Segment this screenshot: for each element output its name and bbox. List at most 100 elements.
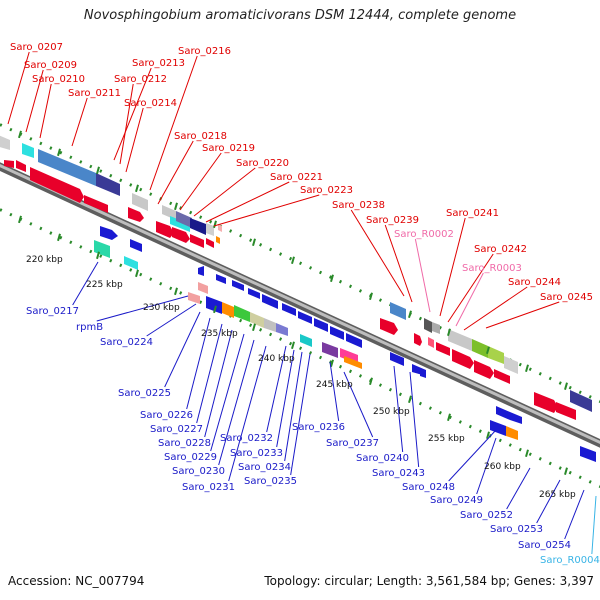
gene-label-top[interactable]: Saro_0210 [32,74,85,85]
gene-label-bottom[interactable]: Saro_0226 [140,410,193,421]
gene-label-bottom[interactable]: Saro_0248 [402,482,455,493]
scale-ticks [18,130,568,475]
feature-saro-0242[interactable] [452,339,488,369]
feature-saro-0240[interactable] [412,364,426,378]
feature-saro-0214[interactable] [156,211,192,238]
gene-label-top[interactable]: Saro_0214 [124,98,177,109]
kbp-label: 220 kbp [26,255,63,265]
map-title: Novosphingobium aromaticivorans DSM 1244… [83,8,517,23]
gene-label-top[interactable]: Saro_0216 [178,46,231,57]
feature-saro-0230[interactable] [282,303,296,316]
gene-label-bottom[interactable]: Saro_0227 [150,424,203,435]
gene-label-bottom[interactable]: Saro_0229 [164,452,217,463]
kbp-label: 230 kbp [143,303,180,313]
gene-label-top[interactable]: Saro_R0002 [394,229,454,240]
guide-lines [0,122,600,489]
gene-label-bottom[interactable]: Saro_0230 [172,466,225,477]
feature-saro-0234[interactable] [330,326,362,369]
feature-saro-0232[interactable] [314,318,328,332]
topology-label: Topology: circular; Length: 3,561,584 bp… [264,574,594,588]
gene-label-top[interactable]: Saro_0220 [236,158,289,169]
kbp-label: 235 kbp [201,329,238,339]
gene-label-bottom[interactable]: Saro_0236 [292,422,345,433]
feature-saro-0209[interactable] [16,143,34,172]
gene-label-top[interactable]: Saro_0242 [474,244,527,255]
gene-label-bottom[interactable]: Saro_0253 [490,524,543,535]
feature-saro-0216[interactable] [172,218,206,243]
gene-label-bottom[interactable]: rpmB [76,322,103,333]
gene-label-top[interactable]: Saro_0221 [270,172,323,183]
feature-saro-0243[interactable] [496,406,522,424]
gene-label-bottom[interactable]: Saro_0233 [230,448,283,459]
feature-saro-0226[interactable] [216,274,250,322]
feature-saro-0224[interactable] [188,266,208,304]
feature-saro-0207[interactable] [0,134,14,168]
feature-saro-0235[interactable] [346,333,362,348]
gene-label-bottom[interactable]: Saro_0240 [356,453,409,464]
feature-saro-0241[interactable] [436,329,472,356]
gene-label-bottom[interactable]: Saro_0252 [460,510,513,521]
gene-label-top[interactable]: Saro_0219 [202,143,255,154]
feature-saro-0248[interactable] [490,420,518,440]
feature-saro-0239[interactable] [414,318,432,346]
feature-saro-0225[interactable] [206,296,234,318]
kbp-label: 225 kbp [86,280,123,290]
gene-label-bottom[interactable]: Saro_0235 [244,476,297,487]
feature-saro-0227[interactable] [232,280,264,328]
gene-label-top[interactable]: Saro_0211 [68,88,121,99]
gene-label-top[interactable]: Saro_0239 [366,215,419,226]
gene-label-top[interactable]: Saro_0223 [300,185,353,196]
feature-saro-0233[interactable] [322,342,338,358]
top-gene-labels: Saro_0207Saro_0209Saro_0210Saro_0211Saro… [10,42,593,303]
gene-label-bottom[interactable]: Saro_R0004 [540,555,600,566]
gene-label-bottom[interactable]: Saro_0234 [238,462,291,473]
gene-label-bottom[interactable]: Saro_0232 [220,433,273,444]
gene-label-bottom[interactable]: Saro_0249 [430,495,483,506]
gene-label-top[interactable]: Saro_0245 [540,292,593,303]
feature-saro-0213[interactable] [162,205,190,232]
gene-label-top[interactable]: Saro_0209 [24,60,77,71]
gene-label-bottom[interactable]: Saro_0228 [158,438,211,449]
gene-label-bottom[interactable]: Saro_0224 [100,337,153,348]
genome-backbone [0,162,600,448]
feature-saro-0231[interactable] [298,311,312,347]
gene-features [0,134,596,462]
feature-saro-0211[interactable] [84,173,120,213]
kbp-label: 260 kbp [484,462,521,472]
bottom-gene-labels: Saro_0217 rpmB Saro_0224Saro_0225Saro_0226… [26,306,600,566]
gene-label-top[interactable]: Saro_0218 [174,131,227,142]
gene-label-bottom[interactable]: Saro_0231 [182,482,235,493]
feature-saro-0229[interactable] [262,294,288,336]
feature-saro-0238[interactable] [380,302,406,335]
gene-label-top[interactable]: Saro_0213 [132,58,185,69]
feature-saro-r0003[interactable] [474,346,504,379]
gene-label-bottom[interactable]: Saro_0243 [372,468,425,479]
kbp-label: 250 kbp [373,407,410,417]
gene-label-top[interactable]: Saro_0241 [446,208,499,219]
gene-label-top[interactable]: Saro_0238 [332,200,385,211]
kbp-label: 245 kbp [316,380,353,390]
feature-saro-0218[interactable] [190,223,214,248]
gene-label-top[interactable]: Saro_0212 [114,74,167,85]
gene-label-top[interactable]: Saro_R0003 [462,263,522,274]
gene-label-bottom[interactable]: Saro_0237 [326,438,379,449]
feature-saro-0210[interactable] [30,149,96,203]
feature-rpmb[interactable] [124,239,142,270]
gene-label-bottom[interactable]: Saro_0225 [118,388,171,399]
feature-saro-0212[interactable] [128,193,148,222]
gene-label-bottom[interactable]: Saro_0254 [518,540,571,551]
feature-saro-0236[interactable] [390,352,404,366]
kbp-label: 265 kbp [539,490,576,500]
gene-label-top[interactable]: Saro_0207 [10,42,63,53]
gene-label-bottom[interactable]: Saro_0217 [26,306,79,317]
feature-saro-0244[interactable] [494,356,518,384]
feature-saro-0228[interactable] [248,288,276,332]
feature-saro-0245[interactable] [534,390,592,420]
feature-saro-0252[interactable] [580,446,596,462]
feature-saro-0219[interactable] [206,224,222,248]
gene-label-top[interactable]: Saro_0244 [508,277,561,288]
feature-saro-r0002[interactable] [428,322,440,348]
